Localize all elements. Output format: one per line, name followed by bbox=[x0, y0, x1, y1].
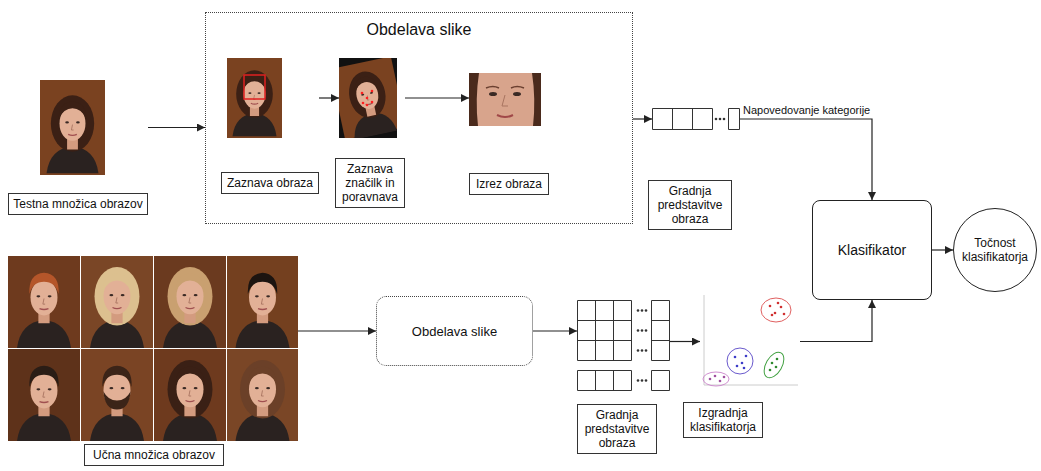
step-label: Izrez obraza bbox=[469, 173, 549, 195]
feature-vector bbox=[652, 108, 740, 130]
illustration-slot bbox=[227, 58, 319, 138]
flow-arrow bbox=[405, 97, 469, 98]
face-crop-photo bbox=[469, 73, 541, 126]
node-label: Obdelava slike bbox=[412, 324, 497, 339]
face-photo bbox=[40, 80, 105, 175]
step-box: Zaznava obraza bbox=[221, 58, 319, 194]
flow-arrow bbox=[633, 118, 652, 119]
illustration-slot bbox=[577, 300, 670, 392]
face-detection-photo bbox=[227, 58, 282, 138]
flow-arrow bbox=[740, 119, 872, 200]
dataset-box: Učna množica obrazov bbox=[8, 256, 298, 466]
flow-arrow bbox=[670, 341, 700, 342]
training-box: Izgradnja klasifikatorja bbox=[683, 293, 800, 438]
node-label: Točnost klasifikatorja bbox=[955, 236, 1035, 264]
flow-arrow bbox=[932, 249, 953, 250]
group-title: Obdelava slike bbox=[206, 21, 632, 39]
flow-arrow bbox=[533, 330, 577, 331]
illustration-slot bbox=[700, 293, 800, 390]
step-label: Zaznava obraza bbox=[221, 172, 319, 194]
step-label: Gradnja predstavitve obraza bbox=[577, 404, 657, 454]
representation-box: Gradnja predstavitve obraza bbox=[648, 108, 740, 230]
node-label: Klasifikator bbox=[838, 242, 906, 258]
edge-label: Napovedovanje kategorije bbox=[743, 104, 870, 117]
step-label: Učna množica obrazov bbox=[84, 444, 224, 466]
step-box: Izrez obraza bbox=[469, 73, 551, 195]
flow-arrow bbox=[800, 300, 872, 342]
step-label: Testna množica obrazov bbox=[8, 193, 148, 215]
dataset-box: Testna množica obrazov bbox=[8, 80, 148, 215]
landmark-photo bbox=[339, 58, 397, 138]
illustration-slot bbox=[652, 108, 740, 130]
step-label: Izgradnja klasifikatorja bbox=[683, 402, 763, 438]
representation-box: Gradnja predstavitve obraza bbox=[577, 300, 670, 454]
illustration-slot bbox=[469, 73, 551, 126]
flow-arrow bbox=[319, 97, 339, 98]
flow-arrow bbox=[298, 330, 376, 331]
step-label: Gradnja predstavitve obraza bbox=[648, 180, 732, 230]
flow-arrow bbox=[148, 127, 205, 128]
step-box: Zaznava značilk in poravnava bbox=[335, 58, 405, 208]
illustration-slot bbox=[339, 58, 405, 138]
classifier-box: Klasifikator bbox=[812, 200, 932, 300]
processing-group: Obdelava slike Zaznava obraza Zaznava zn… bbox=[205, 12, 633, 224]
cluster-plot bbox=[700, 293, 800, 390]
training-photos bbox=[8, 256, 298, 441]
illustration-slot bbox=[40, 80, 148, 175]
result-circle: Točnost klasifikatorja bbox=[953, 208, 1037, 292]
feature-matrix bbox=[577, 300, 670, 392]
step-label: Zaznava značilk in poravnava bbox=[335, 158, 405, 208]
illustration-slot bbox=[8, 256, 298, 441]
processing-box: Obdelava slike bbox=[376, 296, 533, 366]
